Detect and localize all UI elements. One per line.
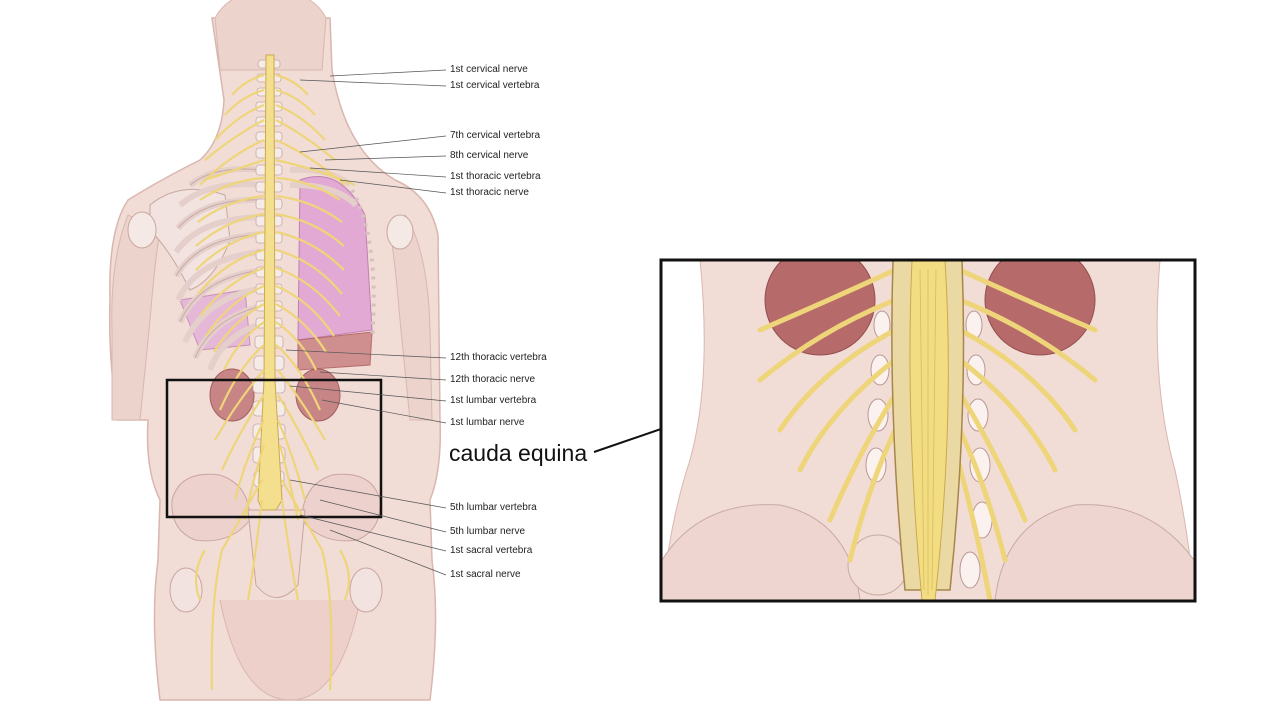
- left-femur-head: [169, 567, 203, 613]
- right-arm: [389, 214, 433, 421]
- label-7th-cervical-vertebra: 7th cervical vertebra: [450, 130, 541, 141]
- label-5th-lumbar-vertebra: 5th lumbar vertebra: [450, 502, 537, 513]
- head: [214, 0, 327, 71]
- lung-base: [297, 331, 373, 371]
- zoom-region-box: [165, 378, 383, 519]
- inset-frame: [659, 258, 1197, 603]
- inset-zoom: [662, 260, 1194, 600]
- label-cauda-equina: cauda equina: [449, 440, 588, 466]
- label-1st-thoracic-vertebra: 1st thoracic vertebra: [450, 171, 541, 182]
- spinal-nerves: [194, 73, 356, 691]
- sacrum: [247, 509, 306, 598]
- left-humerus-head: [127, 211, 157, 249]
- label-8th-cervical-nerve: 8th cervical nerve: [450, 150, 529, 161]
- leader-lines: [285, 69, 447, 576]
- label-1st-cervical-vertebra: 1st cervical vertebra: [450, 80, 540, 91]
- label-1st-lumbar-vertebra: 1st lumbar vertebra: [450, 395, 537, 406]
- label-1st-lumbar-nerve: 1st lumbar nerve: [450, 417, 525, 428]
- label-12th-thoracic-nerve: 12th thoracic nerve: [450, 374, 536, 385]
- torso-illustration: [108, 0, 442, 701]
- right-femur-head: [349, 567, 383, 613]
- buttocks: [219, 599, 361, 701]
- left-arm: [111, 214, 161, 421]
- label-1st-sacral-vertebra: 1st sacral vertebra: [450, 545, 533, 556]
- label-1st-sacral-nerve: 1st sacral nerve: [450, 569, 521, 580]
- lung: [297, 176, 373, 341]
- label-1st-cervical-nerve: 1st cervical nerve: [450, 64, 528, 75]
- label-1st-thoracic-nerve: 1st thoracic nerve: [450, 187, 529, 198]
- label-5th-lumbar-nerve: 5th lumbar nerve: [450, 526, 526, 537]
- right-humerus-head: [386, 214, 414, 250]
- label-12th-thoracic-vertebra: 12th thoracic vertebra: [450, 352, 547, 363]
- rib-edge: [350, 189, 376, 341]
